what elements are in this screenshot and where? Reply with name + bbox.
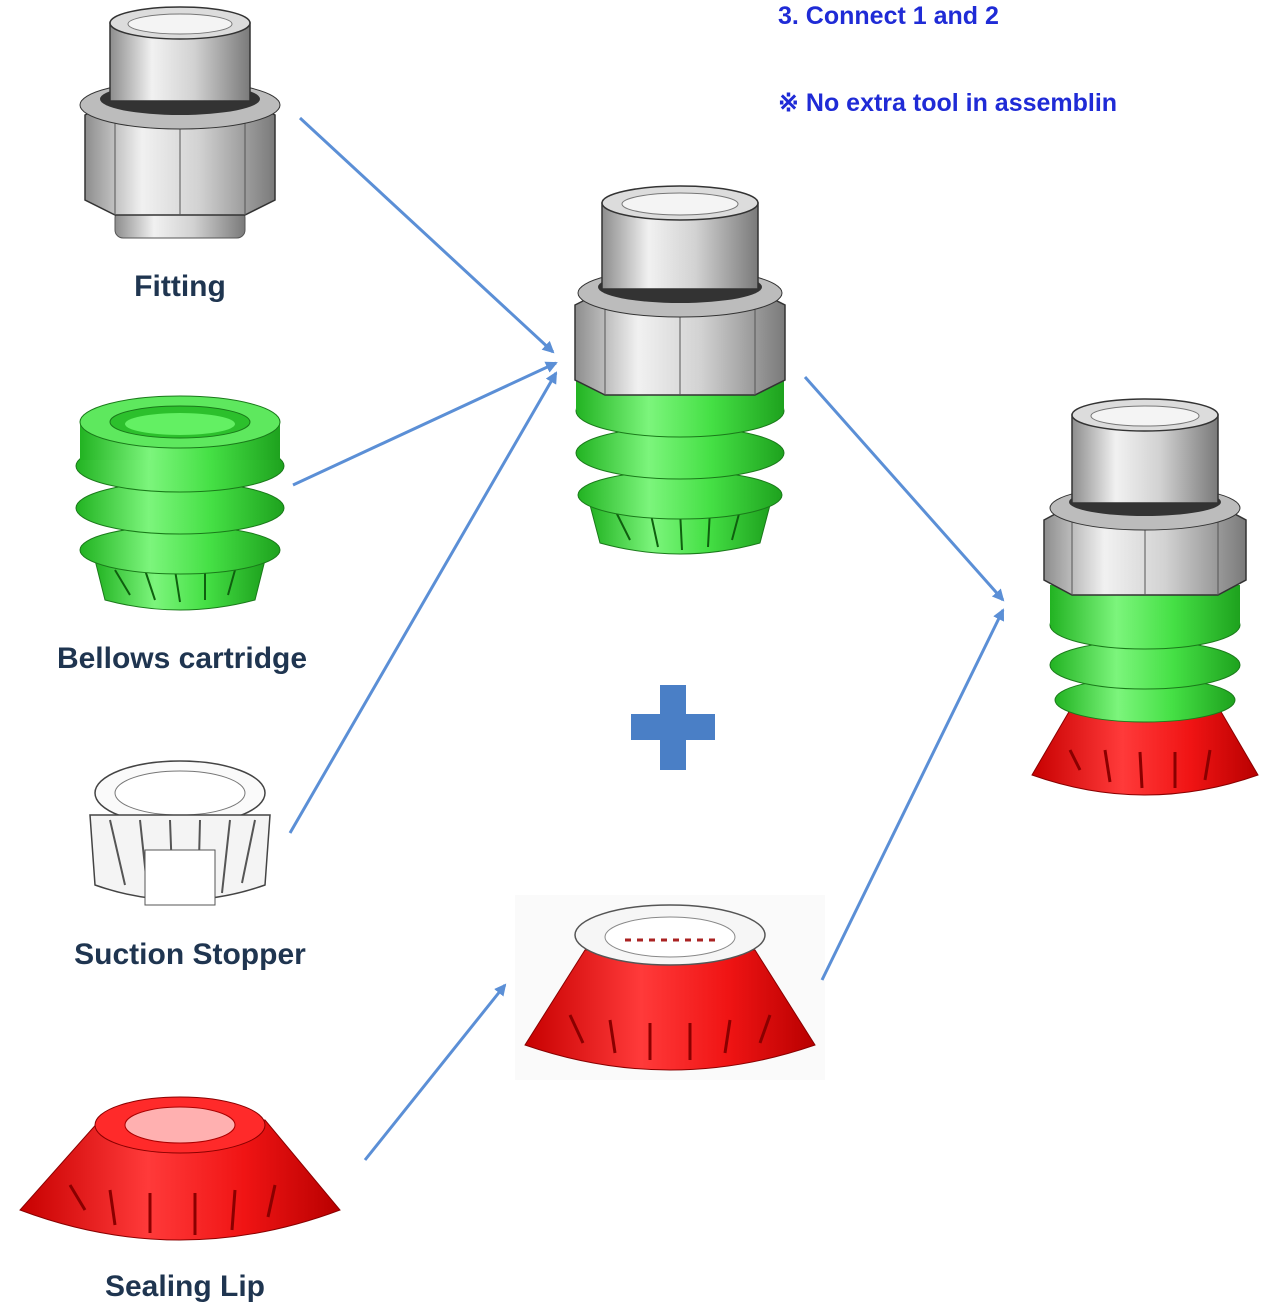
step3-note: 3. Connect 1 and 2 xyxy=(778,2,999,30)
fitting-image xyxy=(75,5,285,250)
arrow-bellows-to-assembly xyxy=(292,361,558,487)
arrow-stopper-to-assembly xyxy=(288,371,558,834)
fitting-label: Fitting xyxy=(134,270,226,303)
sealing-lip-label: Sealing Lip xyxy=(104,1270,266,1303)
arrow-lip-to-lip-assembly xyxy=(363,983,507,1161)
assembly-1-image xyxy=(570,185,790,565)
stopper-label: Suction Stopper xyxy=(74,938,306,971)
bellows-cartridge-image xyxy=(70,390,290,615)
bellows-label: Bellows cartridge xyxy=(56,642,308,675)
arrow-lip-assembly-to-final xyxy=(820,608,1005,981)
no-tool-note: ※ No extra tool in assemblin xyxy=(778,89,1118,117)
arrow-fitting-to-assembly xyxy=(298,116,555,354)
assembly-2-image xyxy=(515,895,825,1080)
suction-stopper-image xyxy=(70,755,280,910)
final-assembly-image xyxy=(1030,390,1260,810)
plus-icon xyxy=(631,685,715,770)
arrow-assembly-to-final xyxy=(803,376,1005,602)
sealing-lip-image xyxy=(0,1085,365,1255)
